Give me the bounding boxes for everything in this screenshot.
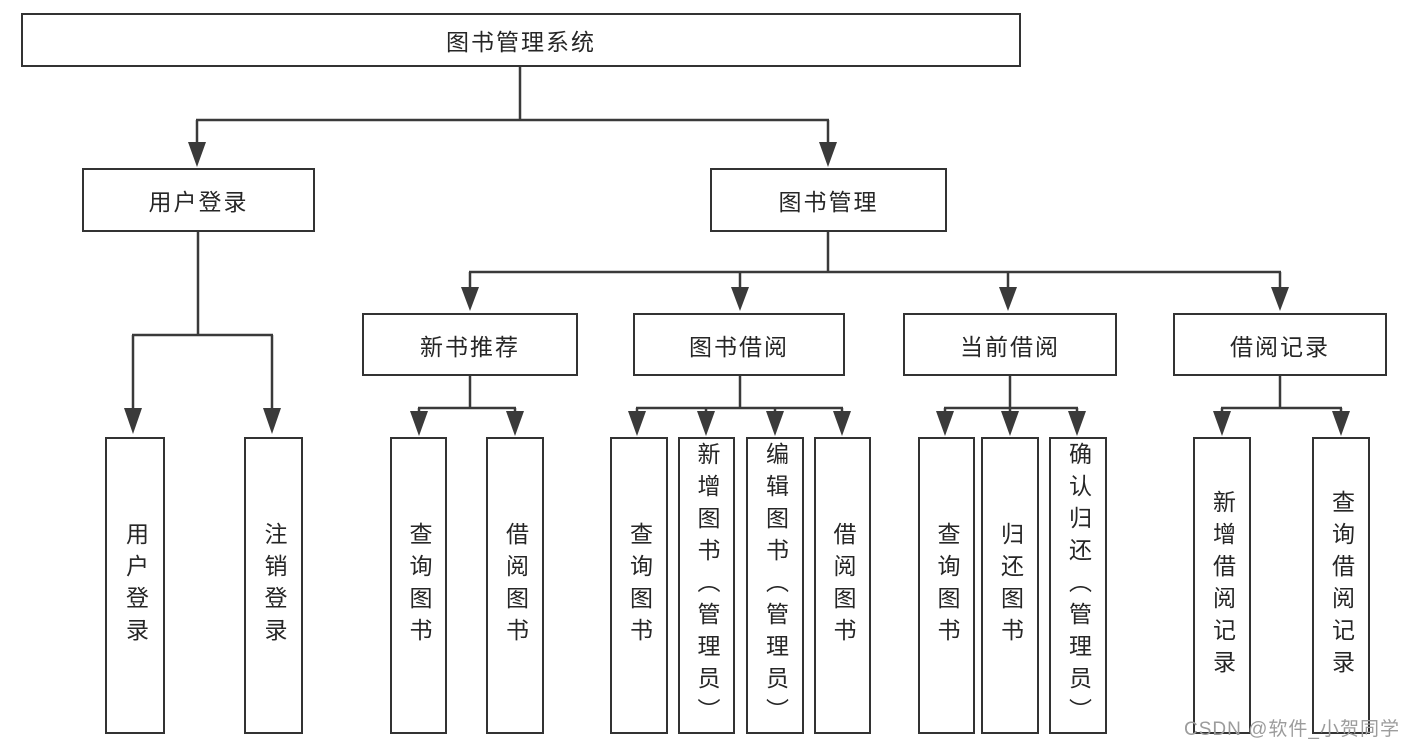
arrowhead-book-management xyxy=(819,142,837,167)
leaf-logout-login: 注销登录 xyxy=(244,437,303,734)
leaf-logout-login-label: 注销登录 xyxy=(261,521,287,650)
node-current-borrowing: 当前借阅 xyxy=(903,313,1117,376)
node-book-borrowing: 图书借阅 xyxy=(633,313,845,376)
arrowhead-add-books xyxy=(697,411,715,436)
node-borrowing-records: 借阅记录 xyxy=(1173,313,1387,376)
connector-book-management-branch xyxy=(461,232,1289,311)
csdn-watermark: CSDN @软件_小贺同学 xyxy=(1184,719,1400,740)
arrowhead-query-books-1 xyxy=(410,411,428,436)
arrowhead-borrow-books-1 xyxy=(506,411,524,436)
leaf-add-books-admin-label: 新增图书（管理员） xyxy=(694,441,720,730)
leaf-confirm-return-admin: 确认归还（管理员） xyxy=(1049,437,1107,734)
connector-current-borrowing-branch xyxy=(936,376,1086,436)
arrowhead-return-books xyxy=(1001,411,1019,436)
arrowhead-borrowing-records xyxy=(1271,287,1289,311)
leaf-borrow-books-1-label: 借阅图书 xyxy=(502,521,529,650)
arrowhead-leaf-user-login xyxy=(124,408,142,434)
leaf-user-login-label: 用户登录 xyxy=(122,521,149,650)
leaf-return-books: 归还图书 xyxy=(981,437,1039,734)
arrowhead-current-borrowing xyxy=(999,287,1017,311)
node-book-management: 图书管理 xyxy=(710,168,947,232)
leaf-query-books-2-label: 查询图书 xyxy=(626,521,653,650)
connector-new-book-branch xyxy=(410,376,524,436)
arrowhead-query-borrow-record xyxy=(1332,411,1350,436)
arrowhead-leaf-logout xyxy=(263,408,281,434)
leaf-query-books-3: 查询图书 xyxy=(918,437,975,734)
leaf-add-borrow-record-label: 新增借阅记录 xyxy=(1209,489,1236,682)
arrowhead-book-borrowing xyxy=(731,287,749,311)
leaf-query-books-2: 查询图书 xyxy=(610,437,668,734)
arrowhead-user-login xyxy=(188,142,206,167)
arrowhead-confirm-return xyxy=(1068,411,1086,436)
leaf-add-books-admin: 新增图书（管理员） xyxy=(678,437,735,734)
leaf-borrow-books-2-label: 借阅图书 xyxy=(830,521,856,650)
leaf-edit-books-admin: 编辑图书（管理员） xyxy=(746,437,804,734)
node-new-book-recommend: 新书推荐 xyxy=(362,313,578,376)
leaf-query-books-1-label: 查询图书 xyxy=(406,521,432,650)
arrowhead-query-books-3 xyxy=(936,411,954,436)
leaf-query-borrow-record: 查询借阅记录 xyxy=(1312,437,1370,734)
arrowhead-add-borrow-record xyxy=(1213,411,1231,436)
connector-user-login-branch xyxy=(124,232,281,434)
leaf-edit-books-admin-label: 编辑图书（管理员） xyxy=(762,441,789,730)
arrowhead-edit-books xyxy=(766,411,784,436)
leaf-return-books-label: 归还图书 xyxy=(997,521,1024,650)
leaf-borrow-books-2: 借阅图书 xyxy=(814,437,871,734)
connector-borrowing-records-branch xyxy=(1213,376,1350,436)
arrowhead-new-book xyxy=(461,287,479,311)
leaf-query-borrow-record-label: 查询借阅记录 xyxy=(1328,489,1355,682)
arrowhead-borrow-books-2 xyxy=(833,411,851,436)
leaf-query-books-1: 查询图书 xyxy=(390,437,447,734)
leaf-add-borrow-record: 新增借阅记录 xyxy=(1193,437,1251,734)
arrowhead-query-books-2 xyxy=(628,411,646,436)
connector-book-borrowing-branch xyxy=(628,376,851,436)
leaf-confirm-return-admin-label: 确认归还（管理员） xyxy=(1065,441,1092,730)
node-user-login: 用户登录 xyxy=(82,168,315,232)
connector-root-to-level1 xyxy=(188,66,837,167)
leaf-borrow-books-1: 借阅图书 xyxy=(486,437,544,734)
node-root-library-system: 图书管理系统 xyxy=(21,13,1021,67)
leaf-user-login: 用户登录 xyxy=(105,437,165,734)
leaf-query-books-3-label: 查询图书 xyxy=(934,521,960,650)
